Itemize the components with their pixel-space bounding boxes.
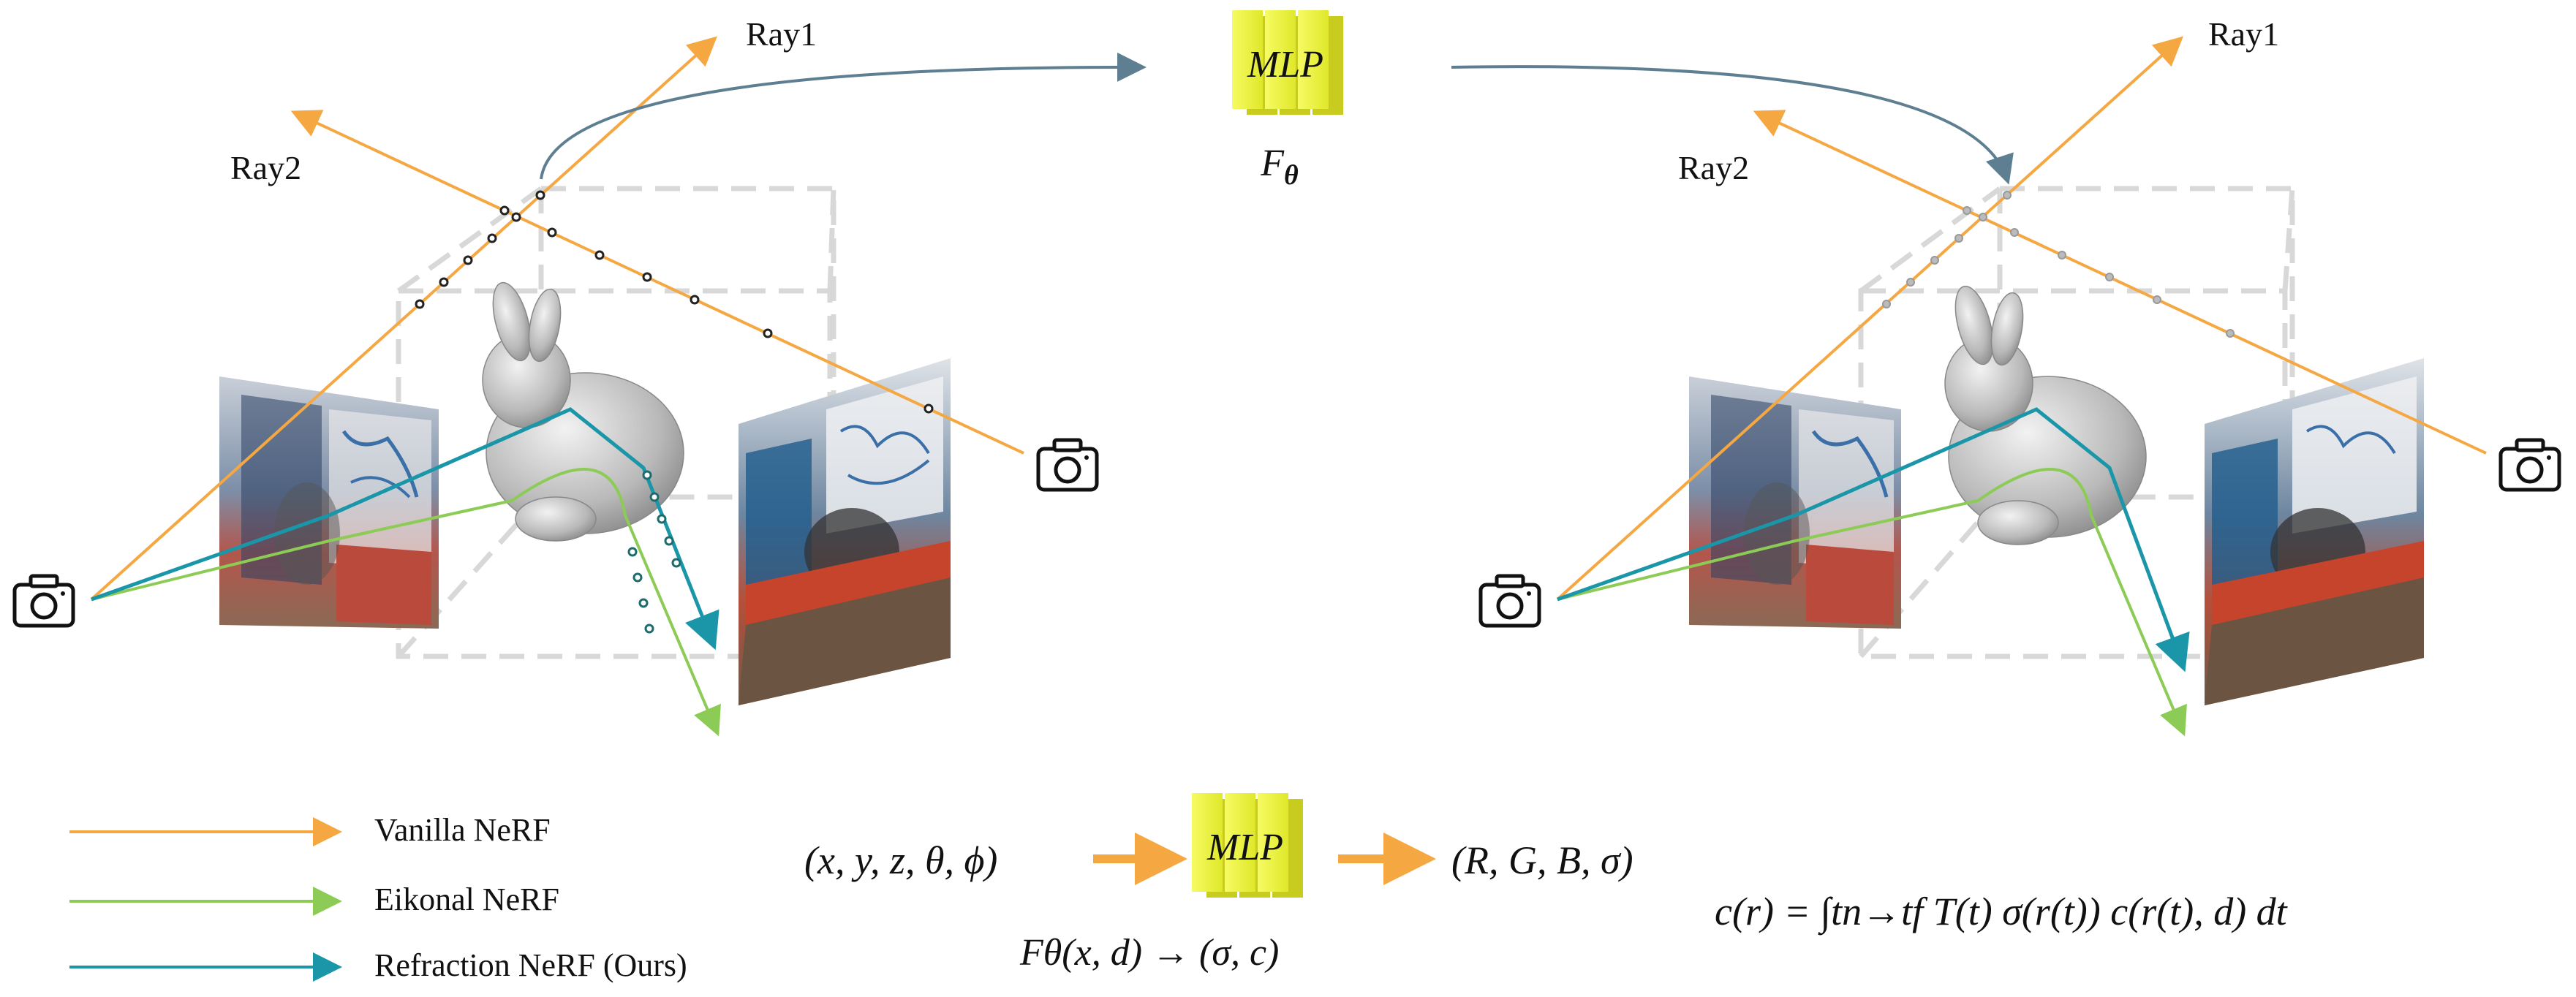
- legend-vanilla-label: Vanilla NeRF: [374, 812, 551, 848]
- right-ray2-label: Ray2: [1678, 149, 1749, 186]
- left-camera-icon: [15, 576, 73, 626]
- left-eikonal-ray: [91, 468, 721, 737]
- left-target-photo: [739, 358, 951, 705]
- legend-eikonal-label: Eikonal NeRF: [374, 882, 559, 917]
- pipeline-output: (R, G, B, σ): [1451, 838, 1633, 882]
- top-mlp-block: MLP: [1232, 10, 1343, 115]
- right-camera-icon: [1481, 576, 1539, 626]
- left-scene: Ray1 Ray2: [15, 15, 1097, 737]
- right-camera2-icon: [2501, 440, 2559, 490]
- right-ray2-line: [1753, 110, 2487, 455]
- left-refraction-samples: [627, 470, 681, 634]
- left-ray-samples: [415, 190, 934, 414]
- right-ray1-label: Ray1: [2208, 15, 2279, 53]
- pipeline: (x, y, z, θ, ϕ) MLP (R, G, B, σ) Fθ(x, d…: [804, 793, 1633, 974]
- top-f-theta: Fθ: [1260, 143, 1299, 191]
- left-ray2-line: [290, 110, 1024, 455]
- left-bunny: [482, 281, 684, 542]
- left-camera2-icon: [1038, 440, 1097, 490]
- query-arrow-from-mlp: [1451, 65, 2014, 185]
- right-refraction-ray: [1557, 407, 2190, 672]
- pipeline-mlp-label: MLP: [1206, 827, 1283, 868]
- right-ray-samples: [1882, 191, 2235, 338]
- pipeline-mlp-block: MLP: [1192, 793, 1303, 898]
- right-scene: Ray1 Ray2: [1481, 15, 2559, 737]
- legend: Vanilla NeRF Eikonal NeRF Refraction NeR…: [69, 812, 687, 983]
- left-ray1-label: Ray1: [746, 15, 817, 53]
- right-input-photo: [1689, 376, 1901, 629]
- legend-refraction-label: Refraction NeRF (Ours): [374, 947, 687, 983]
- right-target-photo: [2205, 358, 2424, 705]
- right-bunny: [1944, 285, 2147, 545]
- left-input-photo: [219, 376, 439, 629]
- left-ray2-label: Ray2: [230, 149, 301, 186]
- right-ray1-line: [1556, 36, 2183, 601]
- top-mlp-label: MLP: [1247, 44, 1323, 86]
- pipeline-input: (x, y, z, θ, ϕ): [804, 838, 997, 882]
- right-eikonal-ray: [1557, 468, 2187, 737]
- rendering-equation: c(r) = ∫tn→tf T(t) σ(r(t)) c(r(t), d) dt: [1715, 890, 2289, 936]
- left-ray1-line: [90, 36, 717, 601]
- query-arrow-to-mlp: [540, 52, 1147, 180]
- pipeline-caption: Fθ(x, d) → (σ, c): [1019, 932, 1279, 974]
